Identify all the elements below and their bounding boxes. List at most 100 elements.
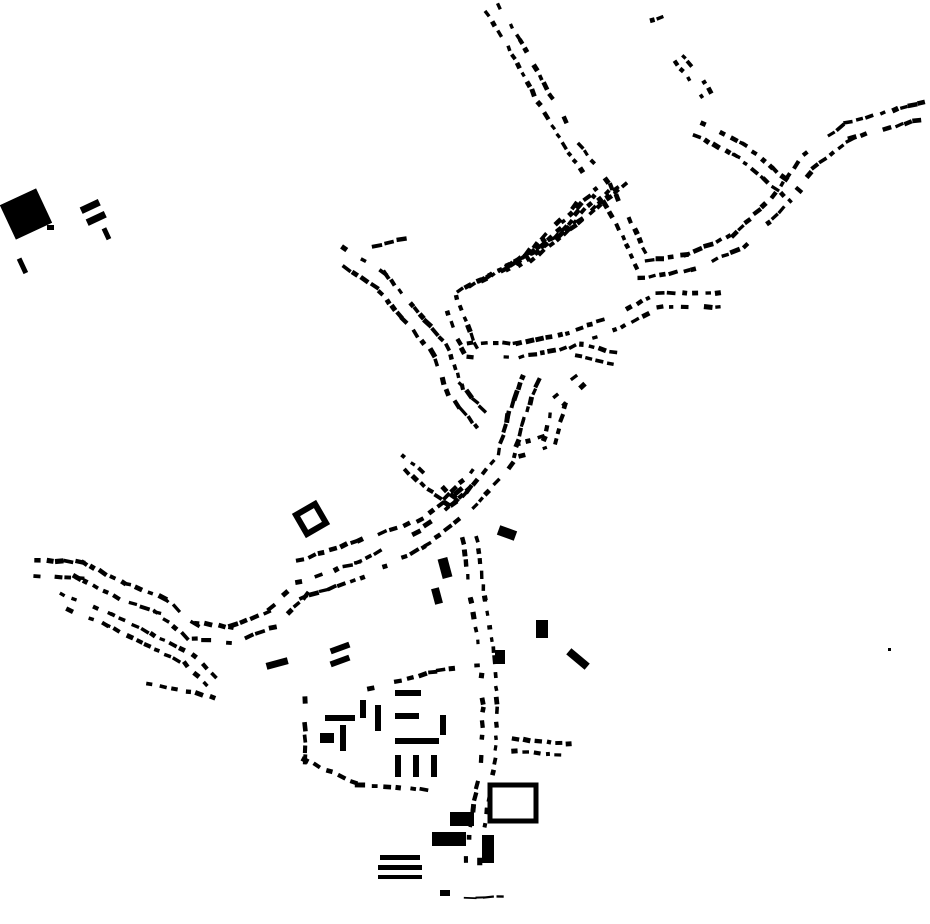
building (818, 156, 828, 165)
building (545, 334, 553, 340)
building (828, 150, 836, 157)
building (571, 219, 578, 225)
building (528, 352, 538, 358)
building (92, 604, 100, 611)
building (595, 202, 603, 210)
building (632, 263, 640, 271)
building (326, 583, 338, 592)
building (705, 291, 712, 295)
building (427, 507, 436, 516)
building (371, 784, 378, 789)
building (533, 750, 541, 756)
building (448, 499, 459, 508)
building (588, 208, 596, 216)
building (455, 286, 465, 294)
building (433, 532, 442, 540)
building (396, 236, 407, 243)
building (268, 624, 278, 631)
building (537, 74, 544, 81)
building (487, 782, 539, 824)
building (503, 355, 509, 359)
building (778, 190, 786, 198)
building (517, 427, 523, 437)
building (477, 404, 488, 414)
building (466, 415, 475, 425)
building (473, 626, 479, 633)
building (611, 326, 618, 333)
building (336, 581, 347, 589)
building (564, 330, 571, 337)
building (478, 754, 484, 764)
building (499, 266, 509, 274)
building (490, 20, 497, 28)
building (482, 822, 488, 828)
building (480, 340, 488, 346)
building (412, 305, 420, 314)
building (354, 782, 366, 788)
building (626, 216, 633, 225)
building (729, 229, 739, 239)
building (473, 780, 481, 790)
building (711, 141, 721, 151)
building (159, 684, 168, 690)
building (125, 633, 135, 641)
building (519, 373, 526, 381)
building (359, 574, 366, 581)
building (177, 645, 186, 653)
building (759, 201, 768, 210)
building (568, 343, 577, 350)
building (97, 567, 108, 578)
building (312, 761, 322, 770)
building (641, 310, 651, 319)
building (630, 316, 640, 324)
building (461, 549, 468, 557)
building (378, 865, 422, 870)
building (597, 345, 607, 354)
building (441, 491, 451, 501)
building (393, 678, 403, 684)
building (620, 181, 629, 189)
building (810, 162, 820, 171)
building (558, 413, 566, 423)
building (170, 623, 179, 632)
building (718, 129, 727, 137)
building (302, 721, 308, 732)
building (329, 641, 351, 655)
building (349, 539, 358, 546)
building (111, 593, 121, 602)
building (469, 332, 475, 342)
building (442, 499, 452, 509)
building (140, 626, 150, 635)
building (375, 705, 381, 731)
building (292, 600, 301, 609)
building (395, 713, 419, 719)
building (568, 222, 578, 232)
building (435, 667, 446, 673)
building (493, 744, 498, 751)
building (471, 502, 479, 510)
building (570, 200, 579, 211)
building (605, 194, 614, 202)
building (153, 647, 161, 653)
building (505, 267, 511, 273)
building (410, 786, 417, 792)
building (449, 485, 458, 494)
building (864, 113, 874, 120)
building (539, 240, 549, 250)
building (482, 835, 494, 863)
building (732, 152, 739, 159)
building (440, 484, 449, 494)
building (46, 557, 54, 564)
building (759, 156, 767, 164)
building (433, 492, 443, 501)
building (912, 117, 922, 124)
building (525, 405, 530, 413)
building (474, 663, 480, 668)
building (557, 331, 564, 338)
building (522, 46, 530, 54)
building (189, 619, 201, 629)
building (539, 350, 545, 356)
building (54, 558, 64, 565)
